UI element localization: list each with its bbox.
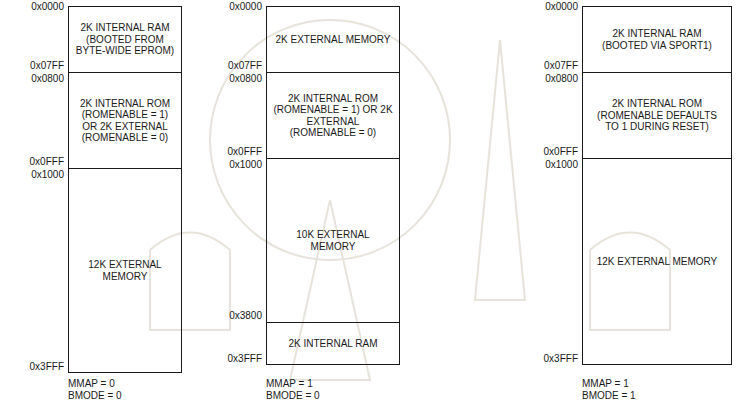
address-label: 0x0000 [545, 1, 578, 13]
watermark-ring [210, 20, 450, 260]
address-label: 0x07FF [30, 60, 64, 72]
memory-block: 2K INTERNAL ROM (ROMENABLE = 1) OR 2K EX… [68, 72, 182, 169]
block-label: 2K INTERNAL RAM (BOOTED VIA SPORT1) [583, 26, 731, 53]
address-label: 0x0FFF [544, 146, 578, 158]
address-label: 0x0800 [545, 73, 578, 85]
block-label: 2K INTERNAL RAM (BOOTED FROM BYTE-WIDE E… [69, 20, 181, 59]
address-label: 0x0FFF [228, 146, 262, 158]
block-label: 2K INTERNAL ROM (ROMENABLE = 1) OR 2K EX… [267, 91, 399, 141]
mode-label: BMODE = 0 [68, 390, 122, 402]
memory-block: 10K EXTERNAL MEMORY [266, 158, 400, 323]
mode-label: MMAP = 0 [68, 378, 115, 390]
block-label: 2K INTERNAL ROM (ROMENABLE DEFAULTS TO 1… [583, 96, 731, 135]
address-label: 0x07FF [544, 60, 578, 72]
address-label: 0x3800 [229, 310, 262, 322]
address-label: 0x1000 [229, 159, 262, 171]
watermark-tower [475, 40, 525, 300]
address-label: 0x0FFF [30, 156, 64, 168]
address-label: 0x1000 [31, 169, 64, 181]
address-label: 0x3FFF [544, 353, 578, 365]
mode-label: MMAP = 1 [266, 378, 313, 390]
watermark-cake [150, 233, 230, 331]
address-label: 0x0800 [31, 73, 64, 85]
address-label: 0x1000 [545, 159, 578, 171]
block-label: 2K EXTERNAL MEMORY [269, 32, 396, 48]
block-label: 12K EXTERNAL MEMORY [69, 257, 181, 284]
block-label: 2K INTERNAL ROM (ROMENABLE = 1) OR 2K EX… [69, 96, 181, 146]
watermark-cake [590, 233, 670, 331]
memory-block: 2K INTERNAL RAM (BOOTED FROM BYTE-WIDE E… [68, 6, 182, 73]
block-label: 10K EXTERNAL MEMORY [267, 227, 399, 254]
watermark-spire [290, 200, 370, 380]
address-label: 0x07FF [228, 60, 262, 72]
address-label: 0x0800 [229, 73, 262, 85]
address-label: 0x0000 [31, 1, 64, 13]
memory-block: 2K INTERNAL RAM [266, 322, 400, 365]
address-label: 0x0000 [229, 1, 262, 13]
block-label: 12K EXTERNAL MEMORY [591, 254, 724, 270]
memory-block: 12K EXTERNAL MEMORY [582, 158, 732, 365]
memory-block: 2K INTERNAL RAM (BOOTED VIA SPORT1) [582, 6, 732, 73]
mode-label: MMAP = 1 [582, 378, 629, 390]
address-label: 0x3FFF [30, 361, 64, 373]
memory-block: 2K INTERNAL ROM (ROMENABLE = 1) OR 2K EX… [266, 72, 400, 159]
address-label: 0x3FFF [228, 353, 262, 365]
block-label: 2K INTERNAL RAM [282, 336, 383, 352]
memory-block: 2K INTERNAL ROM (ROMENABLE DEFAULTS TO 1… [582, 72, 732, 159]
memory-block: 2K EXTERNAL MEMORY [266, 6, 400, 73]
memory-block: 12K EXTERNAL MEMORY [68, 168, 182, 373]
mode-label: BMODE = 1 [582, 390, 636, 402]
mode-label: BMODE = 0 [266, 390, 320, 402]
